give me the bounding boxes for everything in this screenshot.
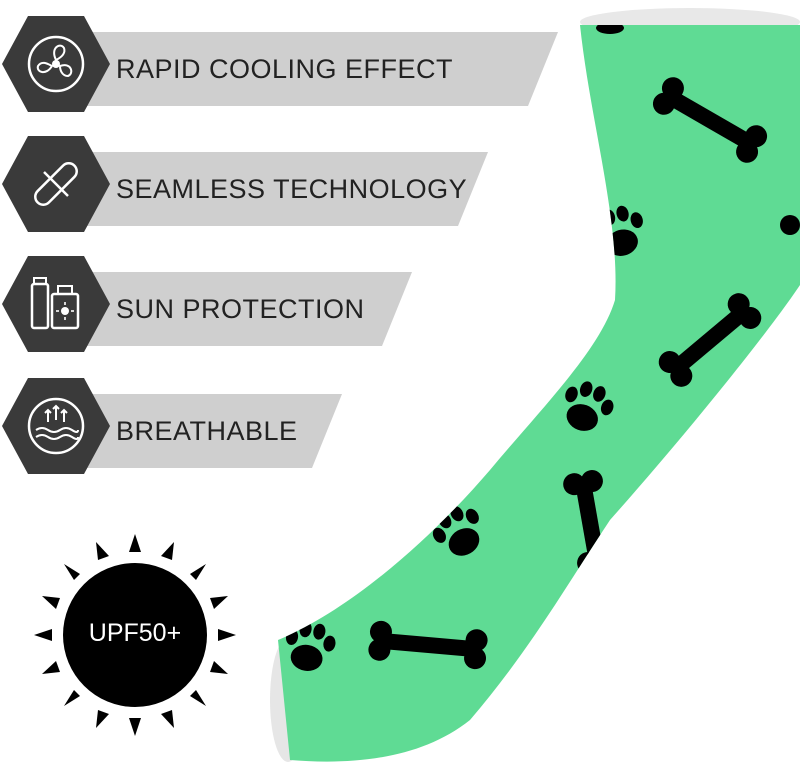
feature-banner: BREATHABLE [64,394,342,468]
feature-banner: RAPID COOLING EFFECT [64,32,558,106]
feature-seamless: SEAMLESS TECHNOLOGY [0,124,500,234]
feature-label: RAPID COOLING EFFECT [116,54,454,84]
feature-sun-protection: SUN PROTECTION [0,244,430,354]
seam-link-icon [0,134,112,234]
sunscreen-icon [0,254,112,354]
feature-breathable: BREATHABLE [0,366,360,476]
feature-rapid-cooling: RAPID COOLING EFFECT [0,4,560,114]
feature-label: SEAMLESS TECHNOLOGY [116,174,468,204]
feature-label: SUN PROTECTION [116,294,365,324]
fan-icon [0,14,112,114]
sun-icon [30,530,240,740]
feature-banner: SEAMLESS TECHNOLOGY [64,152,488,226]
arm-sleeve-image [270,0,800,767]
breathable-waves-icon [0,376,112,476]
feature-banner: SUN PROTECTION [64,272,412,346]
feature-label: BREATHABLE [116,416,298,446]
upf-rating-label: UPF50+ [88,619,182,647]
